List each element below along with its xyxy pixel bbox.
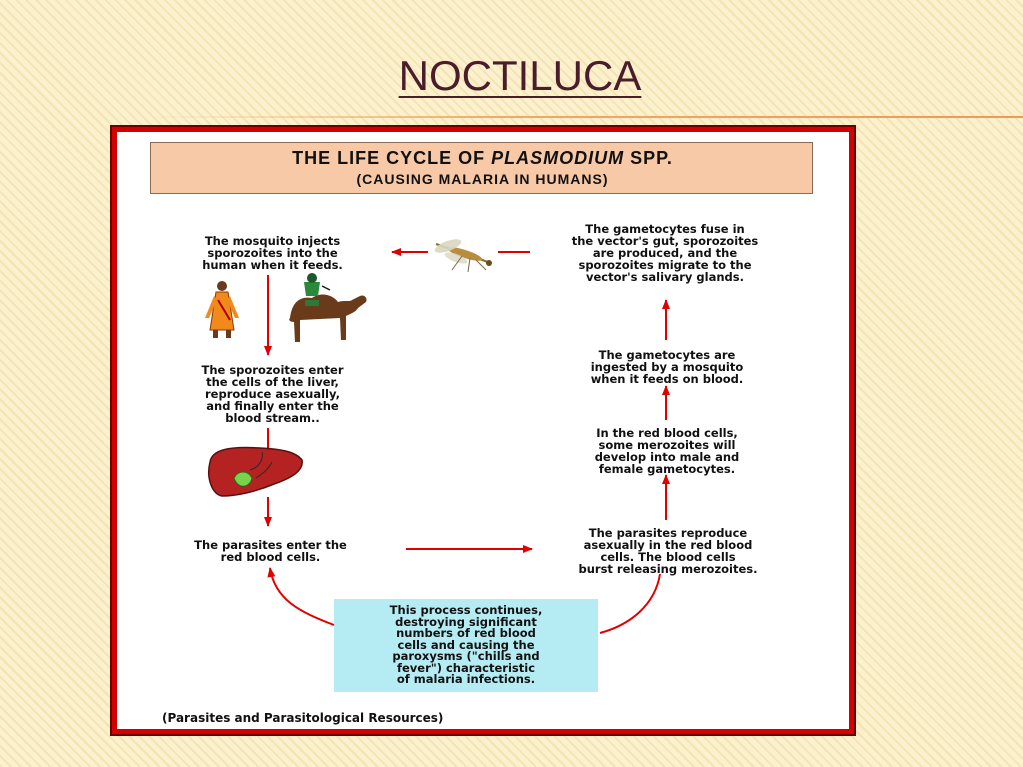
step-line: some merozoites will — [598, 438, 736, 452]
step-parasites-reproduce: The parasites reproduce asexually in the… — [538, 527, 798, 575]
step-line: sporozoites into the — [207, 246, 338, 260]
step-line: The sporozoites enter — [201, 363, 344, 377]
summary-line: This process continues, — [389, 603, 543, 617]
step-parasites-enter-rbc: The parasites enter the red blood cells. — [158, 539, 383, 563]
step-sporozoites-enter-liver: The sporozoites enter the cells of the l… — [160, 364, 385, 424]
step-line: when it feeds on blood. — [590, 372, 744, 386]
step-line: burst releasing merozoites. — [578, 562, 758, 576]
step-line: The mosquito injects — [204, 234, 341, 248]
citation: (Parasites and Parasitological Resources… — [162, 711, 444, 725]
step-line: cells. The blood cells — [600, 550, 736, 564]
step-merozoites-develop: In the red blood cells, some merozoites … — [552, 427, 782, 475]
summary-line: paroxysms ("chills and — [392, 649, 540, 663]
step-line: In the red blood cells, — [596, 426, 738, 440]
step-line: The gametocytes are — [598, 348, 736, 362]
step-line: human when it feeds. — [202, 258, 343, 272]
step-line: ingested by a mosquito — [590, 360, 744, 374]
title-rule — [150, 116, 1023, 118]
summary-line: of malaria infections. — [396, 672, 536, 686]
step-line: are produced, and the — [592, 246, 738, 260]
header-genus: PLASMODIUM — [491, 148, 625, 168]
step-gametocytes-fuse: The gametocytes fuse in the vector's gut… — [530, 223, 800, 283]
step-line: blood stream.. — [225, 411, 320, 425]
step-line: and finally enter the — [206, 399, 339, 413]
step-line: vector's salivary glands. — [585, 270, 745, 284]
summary-line: cells and causing the — [397, 637, 535, 652]
step-line: the cells of the liver, — [206, 375, 339, 389]
woman-figure-icon — [205, 281, 239, 338]
slide-title: NOCTILUCA — [398, 52, 642, 99]
arrow-reproduce-to-summary — [599, 573, 661, 634]
summary-line: destroying significant — [395, 614, 537, 629]
header-prefix: THE LIFE CYCLE OF — [292, 148, 492, 168]
step-mosquito-injects: The mosquito injects sporozoites into th… — [160, 235, 385, 271]
summary-line: numbers of red blood — [396, 626, 536, 640]
liver-icon — [208, 446, 303, 497]
camel-rider-icon — [289, 273, 367, 342]
step-line: sporozoites migrate to the — [578, 258, 752, 272]
summary-box: This process continues, destroying signi… — [334, 599, 598, 692]
step-line: female gametocytes. — [598, 462, 736, 476]
header-suffix: SPP. — [624, 148, 673, 168]
step-line: The parasites reproduce — [588, 526, 748, 540]
step-line: The parasites enter the — [194, 538, 347, 552]
diagram-header: THE LIFE CYCLE OF PLASMODIUM SPP. (CAUSI… — [150, 142, 813, 194]
summary-line: fever") characteristic — [396, 660, 536, 675]
step-line: red blood cells. — [220, 550, 321, 564]
step-line: asexually in the red blood — [583, 538, 753, 552]
header-line-2: (CAUSING MALARIA IN HUMANS) — [356, 171, 609, 187]
mosquito-icon — [434, 239, 492, 273]
step-line: reproduce asexually, — [205, 387, 340, 401]
step-line: develop into male and — [594, 450, 740, 464]
header-line-1: THE LIFE CYCLE OF PLASMODIUM SPP. — [151, 148, 814, 169]
step-gametocytes-ingested: The gametocytes are ingested by a mosqui… — [552, 349, 782, 385]
step-line: The gametocytes fuse in — [585, 222, 745, 236]
step-line: the vector's gut, sporozoites — [571, 234, 759, 248]
arrow-summary-to-rbc — [267, 567, 335, 626]
